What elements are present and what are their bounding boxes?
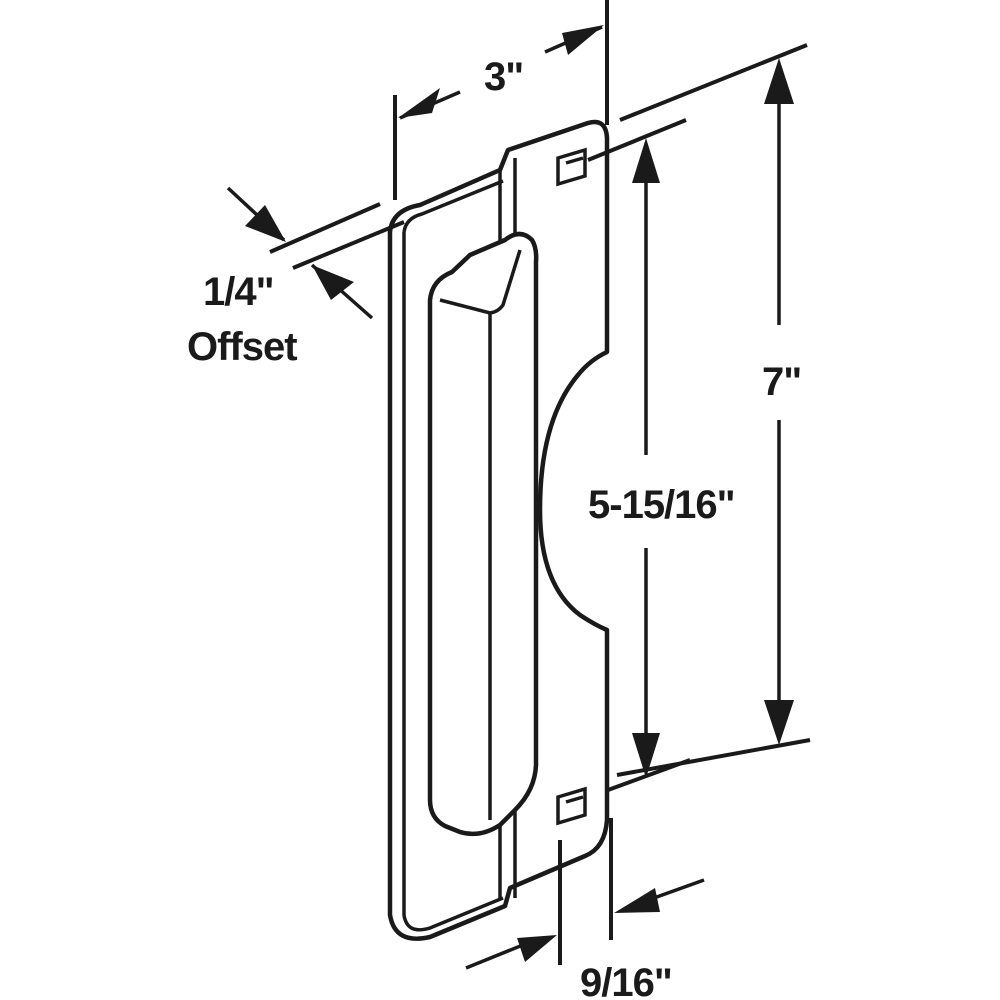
guard-block [427,231,539,837]
mounting-hole-bottom [556,786,587,826]
dimension-offset: 1/4" Offset [187,186,405,369]
overall-height-label: 7" [762,360,801,404]
hole-spacing-label: 5-15/16" [588,483,735,527]
dimension-hole-spacing: 5-15/16" [587,118,736,792]
mounting-hole-top [556,147,587,187]
offset-value-label: 1/4" [203,270,274,314]
dimension-width: 3" [393,0,609,200]
dimension-hole-inset: 9/16" [465,818,705,1000]
dimension-overall-height: 7" [616,43,811,777]
offset-caption-label: Offset [187,325,297,369]
width-label: 3" [484,55,523,99]
hole-inset-label: 9/16" [580,961,672,1000]
